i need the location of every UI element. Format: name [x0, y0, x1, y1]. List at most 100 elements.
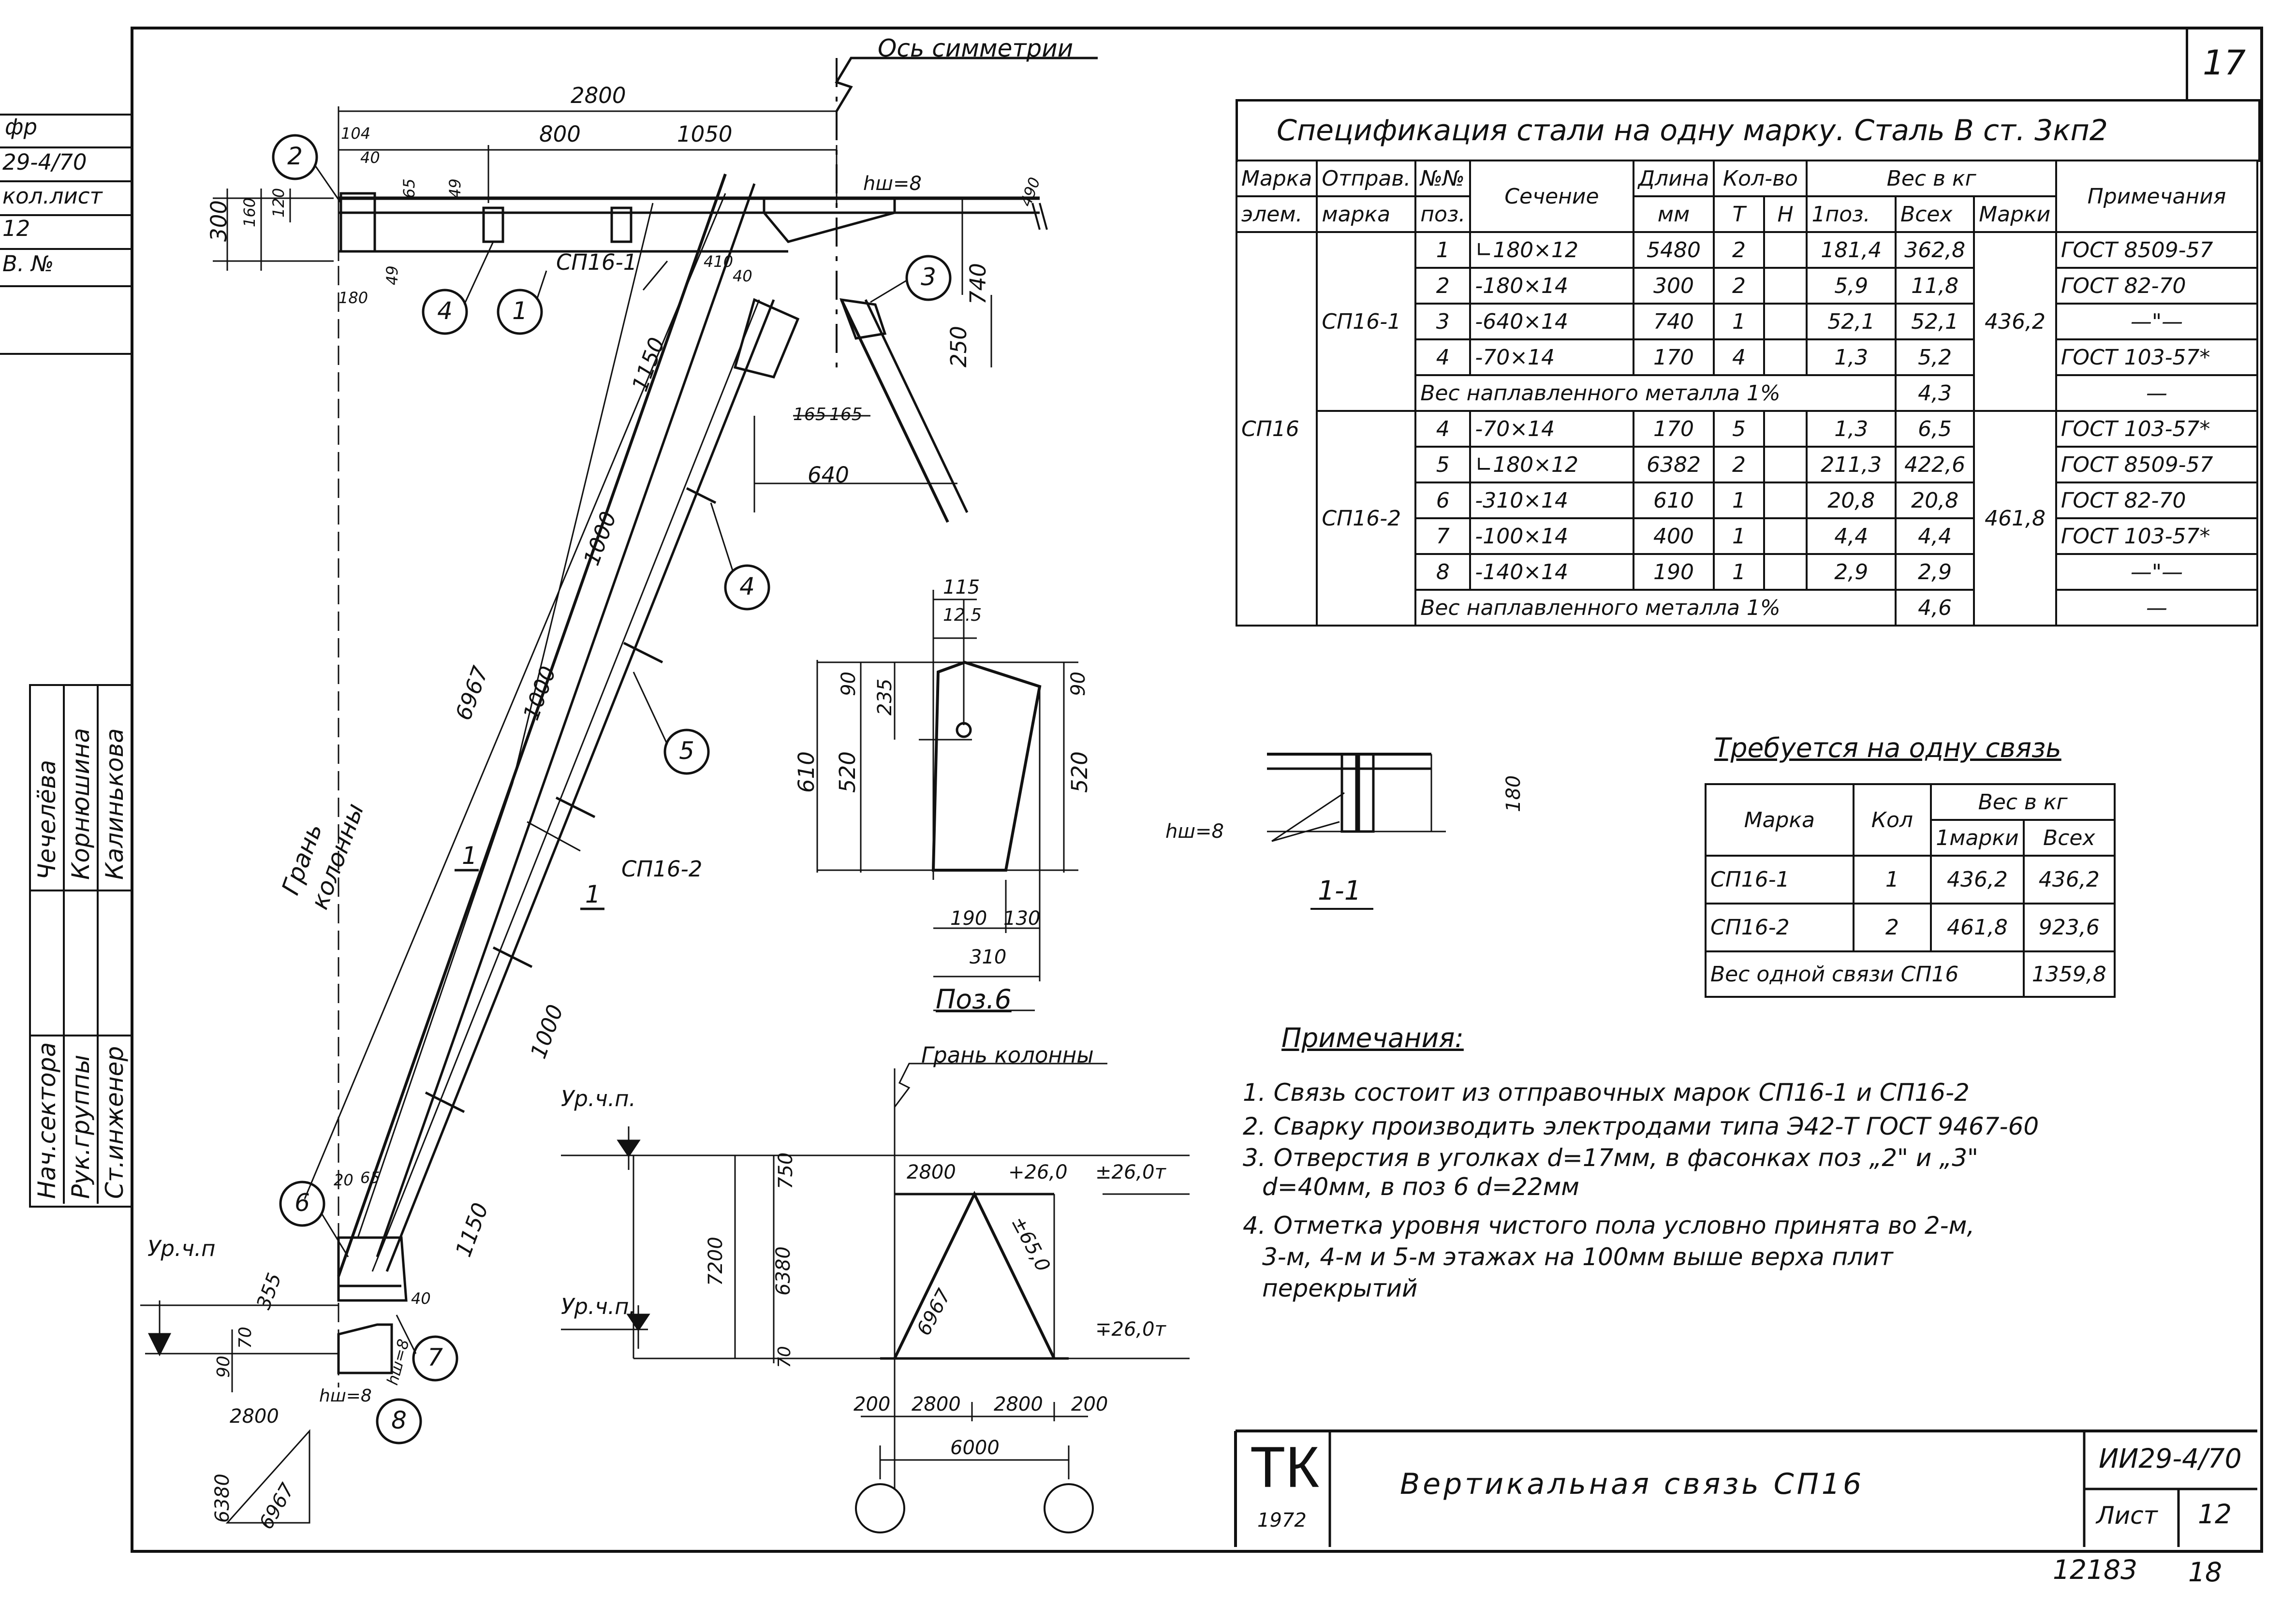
hdr-wall: Всех — [1895, 195, 1975, 233]
cell-note: — — [2055, 589, 2259, 627]
side-line: фр — [5, 114, 38, 140]
callout: 5 — [679, 737, 694, 765]
req-count: 2 — [1852, 903, 1932, 952]
note-line: 4. Отметка уровня чистого пола условно п… — [1243, 1211, 1975, 1240]
dim: 2800 — [230, 1405, 279, 1428]
hdr-pos-2: поз. — [1414, 195, 1472, 233]
dim: 6380 — [211, 1474, 234, 1523]
req-total-label: Вес одной связи СП16 — [1705, 950, 2025, 998]
side-line: В. № — [2, 251, 54, 277]
dim: 640 — [808, 462, 849, 488]
weld-size: hш=8 — [1165, 820, 1224, 843]
cell-wall: 362,8 — [1895, 231, 1975, 269]
note-line: 1. Связь состоит из отправочных марок СП… — [1243, 1079, 1970, 1107]
hdr-wmark: Марки — [1973, 195, 2057, 233]
dim: 165 — [793, 405, 826, 424]
hdr-n: Н — [1763, 195, 1808, 233]
cell-wall: 2,9 — [1895, 553, 1975, 591]
cell-section: -310×14 — [1469, 482, 1634, 519]
cell-weld-value: 4,6 — [1895, 589, 1975, 627]
cell-weld-label: Вес наплавленного металла 1% — [1414, 589, 1897, 627]
req-hdr-one: 1марки — [1930, 819, 2025, 857]
cell-w1: 5,9 — [1806, 267, 1897, 305]
dim: 180 — [1502, 775, 1525, 812]
side-block-top: фр 29-4/70 кол.лист 12 В. № — [0, 114, 131, 307]
cell-section: -140×14 — [1469, 553, 1634, 591]
ship-mark: СП16-1 — [1316, 231, 1417, 412]
hdr-mark: Марка — [1235, 160, 1318, 197]
hdr-w1: 1поз. — [1806, 195, 1897, 233]
cell-note: ГОСТ 103-57* — [2055, 338, 2259, 376]
dim: 104 — [341, 124, 371, 143]
note-line: 2. Сварку производить электродами типа Э… — [1243, 1112, 2039, 1140]
hdr-length-2: мм — [1632, 195, 1715, 233]
table-row: 2 -180×14 300 2 5,9 11,8 ГОСТ 82-70 — [1236, 267, 2259, 305]
sheet-no: 12 — [2198, 1499, 2232, 1530]
cell-pos: 4 — [1414, 338, 1472, 376]
cell-t: 4 — [1713, 338, 1765, 376]
cell-wmark: 436,2 — [1973, 231, 2057, 412]
cell-note: ГОСТ 82-70 — [2055, 267, 2259, 305]
side-line: кол.лист — [2, 183, 103, 209]
pos6-title: Поз.6 — [936, 984, 1012, 1015]
cell-note: ГОСТ 82-70 — [2055, 482, 2259, 519]
dim: 90 — [1067, 671, 1089, 696]
signature-block — [29, 684, 132, 1208]
hdr-mark-2: элем. — [1235, 195, 1318, 233]
section-title: 1-1 — [1318, 875, 1361, 906]
req-all: 436,2 — [2022, 855, 2116, 905]
table-row: Вес наплавленного металла 1% 4,6 — — [1236, 589, 2259, 627]
dim: 165 — [829, 405, 863, 424]
hdr-count: Кол-во — [1713, 160, 1808, 197]
cell-length: 610 — [1632, 482, 1715, 519]
dim: 90 — [838, 671, 860, 696]
table-row: 4 -70×14 170 4 1,3 5,2 ГОСТ 103-57* — [1236, 338, 2259, 376]
table-row: 7 -100×14 400 1 4,4 4,4 ГОСТ 103-57* — [1236, 517, 2259, 555]
cell-t: 5 — [1713, 410, 1765, 448]
cell-pos: 6 — [1414, 482, 1472, 519]
column-face-label: Грань колонны — [921, 1042, 1094, 1068]
note-line: 3. Отверстия в уголках d=17мм, в фасонка… — [1243, 1144, 1979, 1172]
bottom-number: 18 — [2188, 1557, 2222, 1588]
sheet-label: Лист — [2096, 1502, 2158, 1530]
req-mark: СП16-1 — [1705, 855, 1854, 905]
cell-length: 170 — [1632, 410, 1715, 448]
req-all: 923,6 — [2022, 903, 2116, 952]
table-row: СП16-1 1 436,2 436,2 — [1705, 855, 2116, 905]
sig-row-1 — [29, 1035, 131, 1036]
cell-length: 170 — [1632, 338, 1715, 376]
cell-wall: 6,5 — [1895, 410, 1975, 448]
cell-n — [1763, 267, 1808, 305]
cell-w1: 2,9 — [1806, 553, 1897, 591]
drawing-frame — [131, 27, 2263, 1553]
dim: 115 — [943, 576, 980, 598]
dim: 2800 — [907, 1161, 956, 1183]
cell-w1: 4,4 — [1806, 517, 1897, 555]
cell-wall: 20,8 — [1895, 482, 1975, 519]
hdr-note: Примечания — [2055, 160, 2259, 233]
callout: 6 — [294, 1189, 310, 1217]
note-line: d=40мм, в поз 6 d=22мм — [1262, 1173, 1580, 1201]
dim: 180 — [339, 289, 368, 307]
dim: 12.5 — [943, 605, 982, 625]
table-row: СП16-2 4 -70×14 170 5 1,3 6,5 461,8 ГОСТ… — [1236, 410, 2259, 627]
req-mark: СП16-2 — [1705, 903, 1854, 952]
cell-wall: 422,6 — [1895, 446, 1975, 483]
cell-note: ГОСТ 103-57* — [2055, 517, 2259, 555]
dim: 120 — [269, 188, 288, 218]
element-mark: СП16 — [1235, 231, 1318, 627]
dim: 20 — [334, 1171, 353, 1189]
callout: 3 — [921, 263, 936, 291]
dim: 49 — [383, 265, 401, 285]
cell-n — [1763, 338, 1808, 376]
dim: 200 — [1071, 1393, 1108, 1415]
dim: 65 — [400, 178, 418, 198]
dim: 740 — [965, 263, 991, 305]
cell-w1: 20,8 — [1806, 482, 1897, 519]
table-row: 3 -640×14 740 1 52,1 52,1 —"— — [1236, 303, 2259, 340]
req-hdr-weight: Вес в кг — [1930, 783, 2116, 821]
hdr-weight: Вес в кг — [1806, 160, 2057, 197]
cell-weld-value: 4,3 — [1895, 374, 1975, 412]
hdr-length: Длина — [1632, 160, 1715, 197]
req-hdr-all: Всех — [2022, 819, 2116, 857]
